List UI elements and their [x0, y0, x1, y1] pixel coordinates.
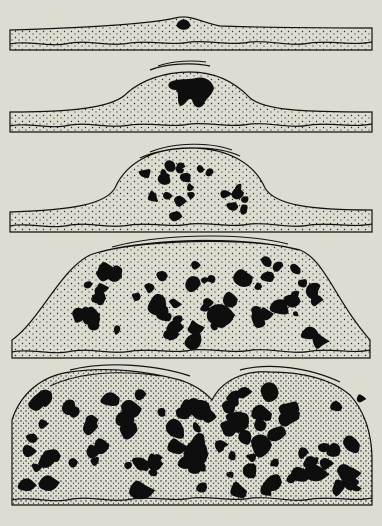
stage-3 — [10, 144, 372, 232]
b5-cell — [357, 394, 367, 402]
b4-cell — [112, 265, 123, 279]
stage-5 — [12, 365, 372, 505]
stage-1 — [10, 17, 372, 50]
stage-2 — [10, 61, 372, 132]
stage-5-tissue — [12, 370, 372, 505]
stage-2-surface-scale — [150, 64, 210, 70]
stage-1-tissue — [10, 17, 372, 50]
stage-4 — [12, 236, 370, 358]
